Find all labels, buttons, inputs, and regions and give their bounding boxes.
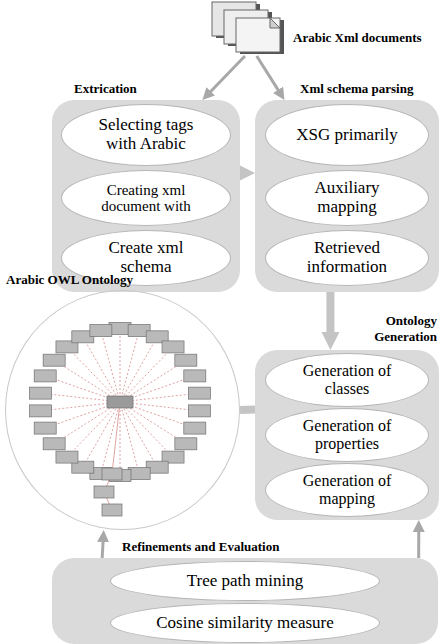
graph-link [120, 402, 157, 467]
step-ellipse: Selecting tags with Arabic [61, 104, 231, 166]
flow-arrow [207, 56, 245, 96]
graph-box [107, 396, 133, 408]
stage-panel: Xml schema parsingXSG primarilyAuxiliary… [255, 100, 439, 292]
step-ellipse: Generation of mapping [265, 463, 429, 517]
stage-panel: ExtricationSelecting tags with ArabicCre… [52, 100, 240, 292]
stage-heading: Arabic OWL Ontology [6, 272, 133, 288]
document-icon-node: Arabic Xml documents [205, 0, 440, 56]
graph-link [112, 402, 120, 474]
step-ellipse: Auxiliary mapping [265, 170, 429, 226]
step-label: Generation of mapping [285, 472, 410, 507]
graph-link [83, 337, 120, 402]
ontology-graph [30, 322, 211, 516]
graph-box [184, 370, 206, 382]
graph-link [120, 331, 139, 402]
graph-box [43, 438, 65, 450]
step-label: Generation of classes [285, 362, 410, 397]
graph-box [188, 387, 210, 399]
step-label: Auxiliary mapping [285, 179, 410, 216]
flow-arrow [102, 536, 103, 558]
graph-box [94, 486, 114, 498]
graph-box [184, 422, 206, 434]
flow-arrow [417, 526, 420, 558]
step-label: Create xml schema [82, 239, 211, 276]
graph-box [56, 451, 78, 463]
stage-heading: Arabic Xml documents [293, 30, 422, 46]
step-label: Generation of properties [285, 417, 410, 452]
step-label: XSG primarily [296, 126, 398, 145]
graph-box [128, 467, 150, 479]
graph-link [120, 402, 139, 473]
flow-arrow [240, 169, 246, 177]
graph-box [109, 322, 131, 334]
step-ellipse: Cosine similarity measure [110, 603, 380, 643]
step-ellipse: Tree path mining [110, 561, 380, 601]
graph-link [101, 331, 120, 402]
document-stack-icon [212, 2, 284, 54]
stage-heading: Ontology Generation [365, 313, 437, 344]
step-ellipse: Creating xml document with [61, 170, 231, 226]
stage-heading: Xml schema parsing [300, 81, 413, 97]
stage-heading: Refinements and Evaluation [122, 539, 279, 555]
step-ellipse: Generation of properties [265, 408, 429, 462]
ontology-ellipse: Arabic OWL Ontology [5, 290, 240, 530]
graph-link [120, 328, 121, 402]
graph-box [30, 387, 52, 399]
step-label: Cosine similarity measure [156, 614, 334, 633]
page [236, 18, 280, 52]
page-fold [270, 18, 280, 28]
graph-box [162, 341, 184, 353]
step-label: Retrieved information [285, 239, 410, 276]
graph-box [90, 325, 112, 337]
flow-arrow [326, 292, 334, 341]
graph-box [188, 405, 210, 417]
stage-panel: Refinements and EvaluationTree path mini… [52, 558, 438, 644]
step-ellipse: Retrieved information [265, 230, 429, 286]
graph-link [120, 402, 121, 476]
graph-box [30, 405, 52, 417]
graph-box [175, 438, 197, 450]
step-ellipse: Generation of classes [265, 353, 429, 407]
step-label: Creating xml document with [82, 182, 211, 215]
graph-link [67, 402, 120, 457]
graph-box [102, 468, 122, 480]
graph-box [43, 354, 65, 366]
graph-link [101, 402, 120, 473]
step-label: Tree path mining [187, 572, 303, 591]
graph-box [34, 370, 56, 382]
graph-box [102, 504, 122, 516]
step-ellipse: XSG primarily [265, 104, 429, 166]
stage-panel: Ontology GenerationGeneration of classes… [255, 350, 439, 520]
flow-arrow [240, 406, 255, 415]
flow-arrow [257, 56, 282, 95]
stage-heading: Extrication [74, 81, 137, 97]
step-label: Selecting tags with Arabic [82, 116, 211, 153]
graph-box [34, 422, 56, 434]
graph-box [175, 354, 197, 366]
graph-link [120, 347, 173, 402]
